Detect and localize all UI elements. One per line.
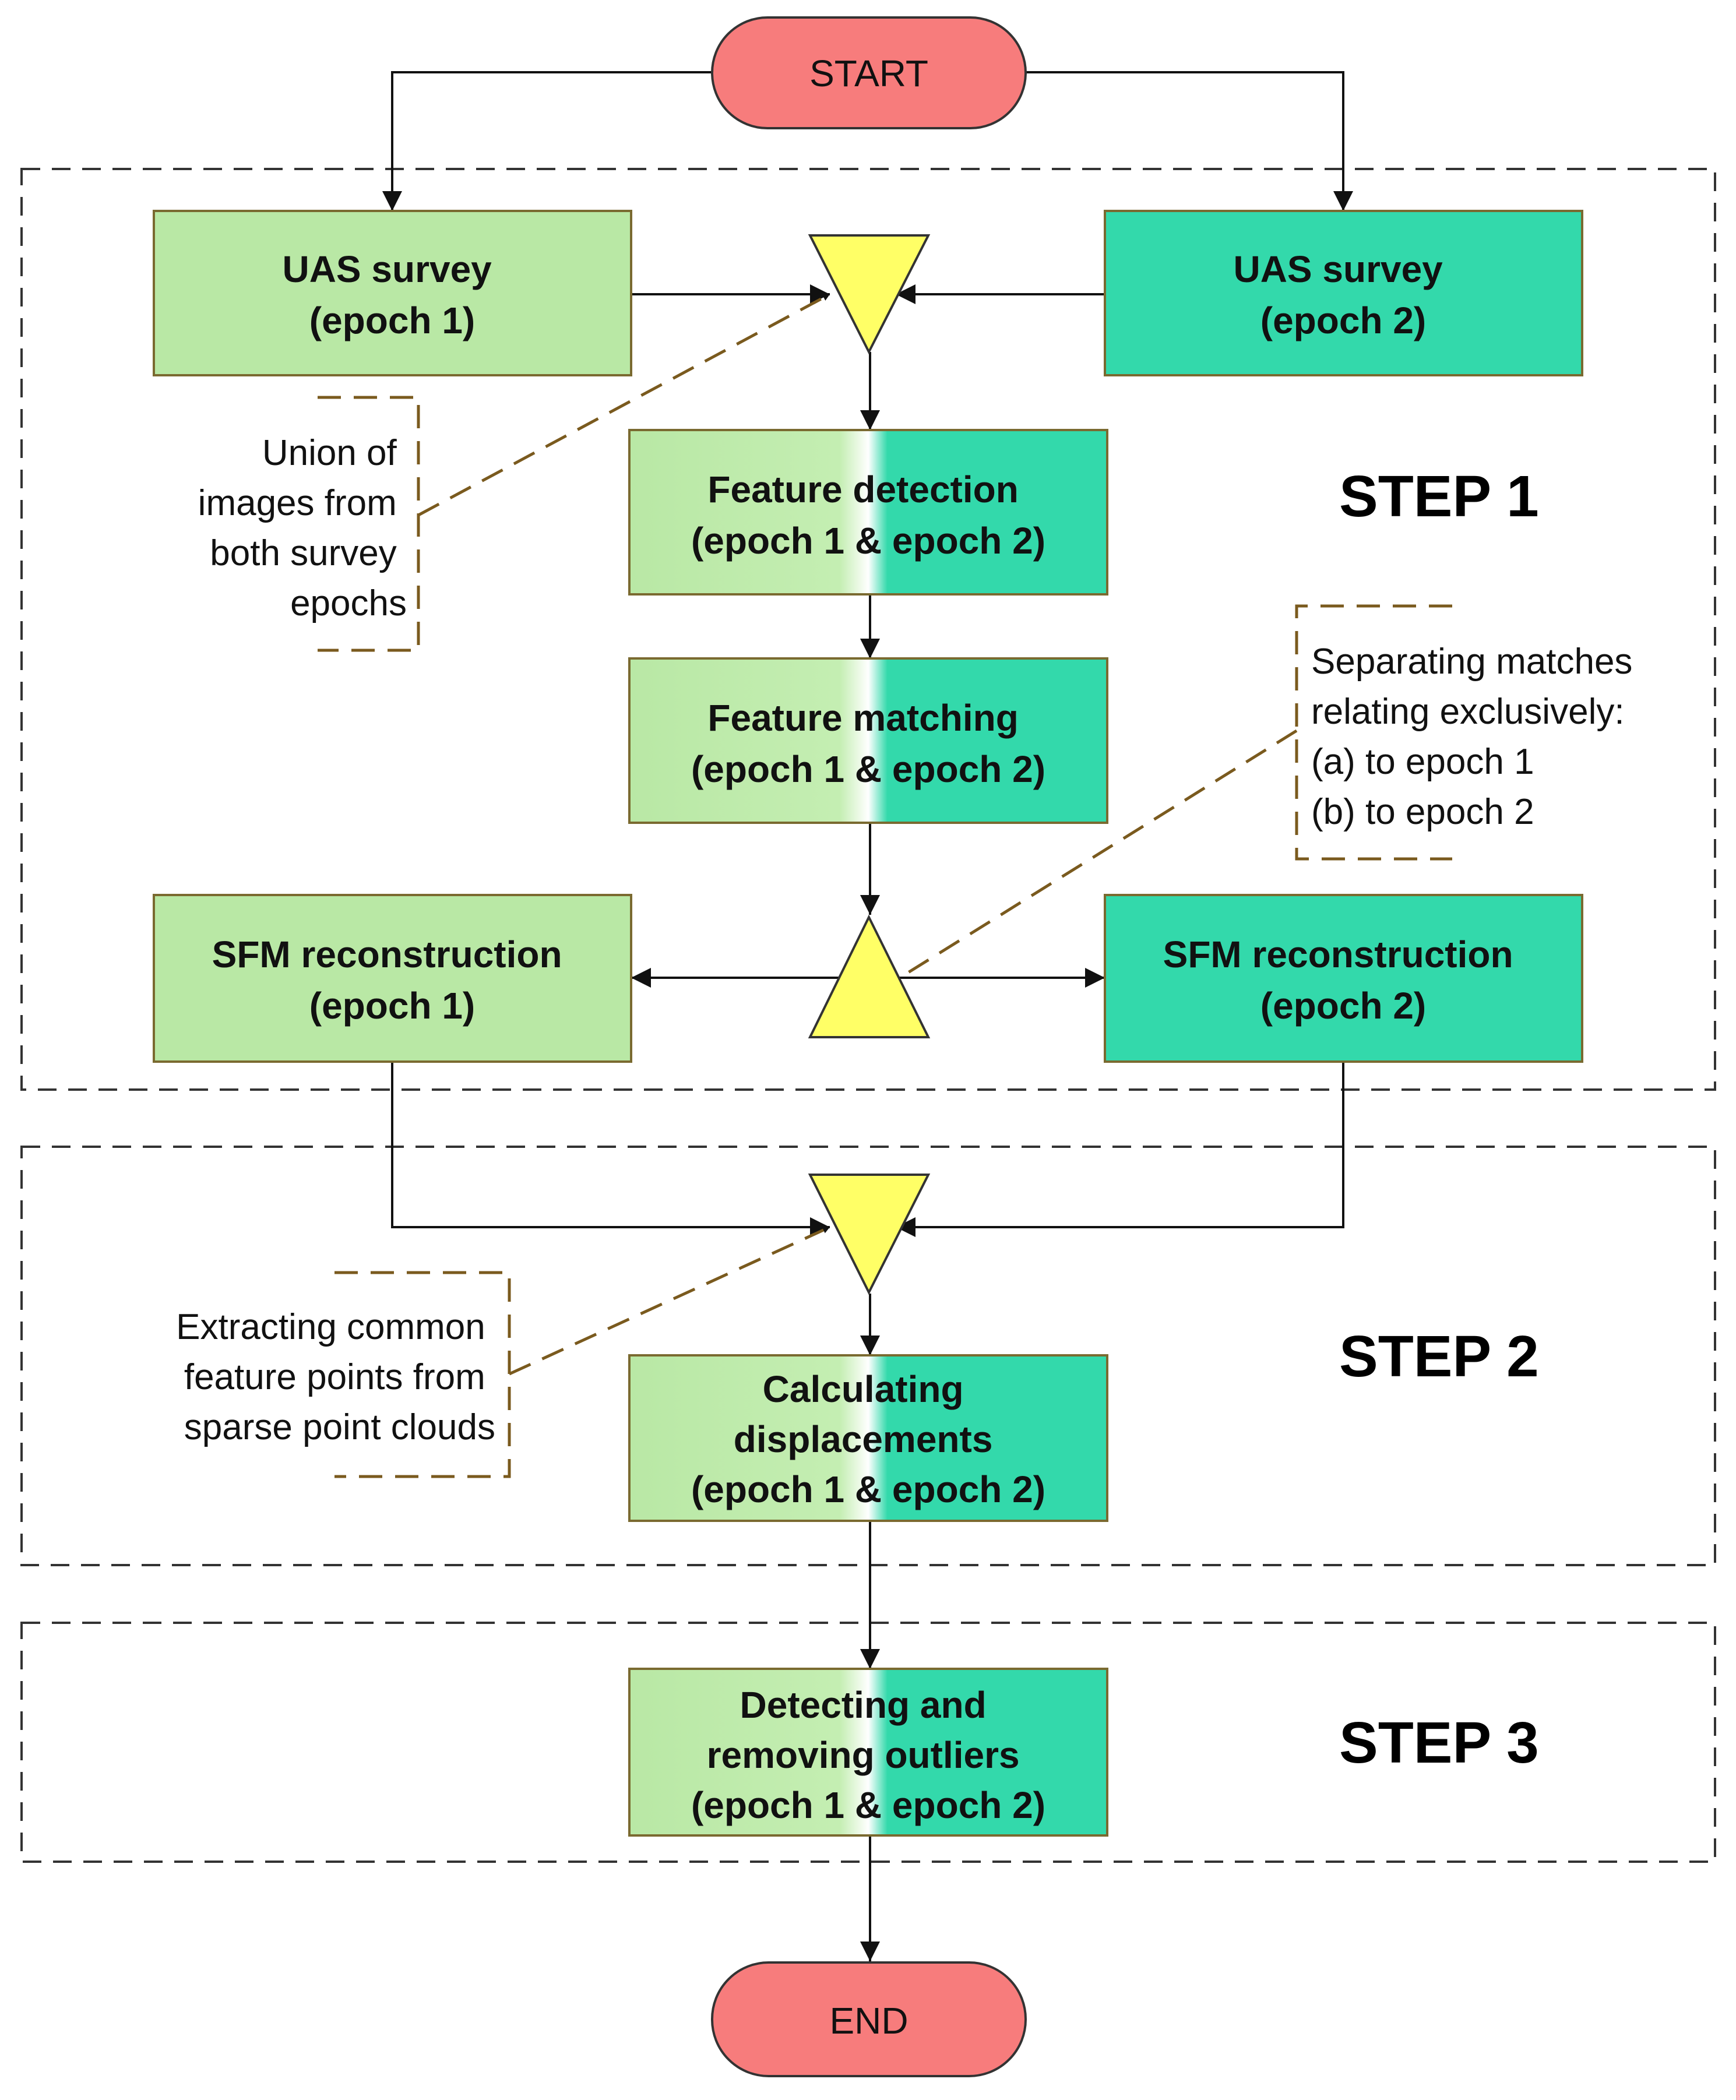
svg-text:SFM reconstruction (epoc: SFM reconstruction (epoch 2) [1163,933,1524,1027]
svg-text:UAS survey (epoch 2): UAS survey (epoch 2) [1233,248,1453,341]
step2-label: STEP 2 [1339,1324,1539,1389]
svg-text:Union of images from: Union of images from both survey epochs [198,433,407,623]
connector-start-to-uas2 [1026,71,1353,211]
feature-detection-line1: Feature detection [707,468,1018,510]
detecting-outliers-box: Detecting and removing outliers (epoch 1… [628,1668,1108,1837]
svg-text:UAS survey (epoch 1): UAS survey (epoch 1) [282,248,502,341]
separating-note-line3: (a) to epoch 1 [1311,742,1534,782]
outliers-line3: (epoch 1 & epoch 2) [691,1784,1045,1826]
sfm2-line1: SFM reconstruction [1163,933,1513,975]
svg-text:Calculating displacement: Calculating displacements (epoch 1 & epo… [691,1368,1045,1510]
note-union-of-images: Union of images from both survey epochs [198,293,831,652]
union-note-line3: both survey [210,533,397,573]
outliers-line2: removing outliers [707,1734,1020,1776]
displacements-line3: (epoch 1 & epoch 2) [691,1468,1045,1510]
step3-frame [20,1622,1716,1863]
union-note-line4: epochs [290,583,407,623]
separating-note-line1: Separating matches [1311,642,1632,682]
svg-text:Detecting and removing o: Detecting and removing outliers (epoch 1… [691,1684,1045,1826]
split-triangle-matches [808,914,931,1038]
step1-frame [20,168,1716,1091]
connectors [382,71,1353,1961]
sfm2-line2: (epoch 2) [1260,985,1426,1027]
extracting-note-line2: feature points from [184,1357,485,1397]
displacements-line2: displacements [734,1418,993,1460]
svg-text:Feature matching (epoch: Feature matching (epoch 1 & epoch 2) [691,697,1045,790]
union-note-line2: images from [198,483,397,523]
extracting-note-line1: Extracting common [176,1307,485,1347]
note-separating-matches: Separating matches relating exclusively:… [899,604,1643,979]
extracting-note-line3: sparse point clouds [184,1407,495,1447]
end-label: END [829,2000,908,2042]
merge-triangle-images [808,234,931,355]
start-terminal: START [711,16,1027,129]
connector-sfm2-to-merge2 [896,1062,1344,1237]
step1-label: STEP 1 [1339,464,1539,529]
uas-survey-epoch2-box: UAS survey (epoch 2) [1104,210,1583,376]
sfm-reconstruction-epoch1-box: SFM reconstruction (epoch 1) [153,894,632,1063]
connector-sfm1-to-merge2 [391,1062,830,1237]
svg-text:Extracting common featur: Extracting common feature points from sp… [176,1307,495,1447]
step2-frame [20,1146,1716,1566]
step3-label: STEP 3 [1339,1710,1539,1775]
note-extracting-common: Extracting common feature points from sp… [176,1225,831,1478]
feature-detection-line2: (epoch 1 & epoch 2) [691,520,1045,562]
uas2-line2: (epoch 2) [1260,300,1426,341]
uas1-line2: (epoch 1) [309,300,475,341]
feature-matching-box: Feature matching (epoch 1 & epoch 2) [628,657,1108,824]
end-terminal: END [711,1961,1027,2077]
feature-detection-box: Feature detection (epoch 1 & epoch 2) [628,429,1108,596]
sfm-reconstruction-epoch2-box: SFM reconstruction (epoch 2) [1104,894,1583,1063]
outliers-line1: Detecting and [740,1684,987,1726]
feature-matching-line1: Feature matching [707,697,1018,739]
union-note-line1: Union of [262,433,397,473]
uas1-line1: UAS survey [282,248,492,290]
start-label: START [809,52,928,94]
svg-text:SFM reconstruction (epoc: SFM reconstruction (epoch 1) [212,933,573,1027]
separating-note-line4: (b) to epoch 2 [1311,792,1534,832]
connector-start-to-uas1 [382,71,712,211]
uas-survey-epoch1-box: UAS survey (epoch 1) [153,210,632,376]
svg-text:Feature detection (epoch: Feature detection (epoch 1 & epoch 2) [691,468,1045,562]
sfm1-line1: SFM reconstruction [212,933,562,975]
uas2-line1: UAS survey [1233,248,1443,290]
calculating-displacements-box: Calculating displacements (epoch 1 & epo… [628,1354,1108,1522]
svg-text:Separating matches relat: Separating matches relating exclusively:… [1311,642,1643,832]
feature-matching-line2: (epoch 1 & epoch 2) [691,748,1045,790]
displacements-line1: Calculating [763,1368,964,1410]
sfm1-line2: (epoch 1) [309,985,475,1027]
separating-note-line2: relating exclusively: [1311,692,1625,732]
merge-triangle-point-clouds [808,1174,931,1295]
